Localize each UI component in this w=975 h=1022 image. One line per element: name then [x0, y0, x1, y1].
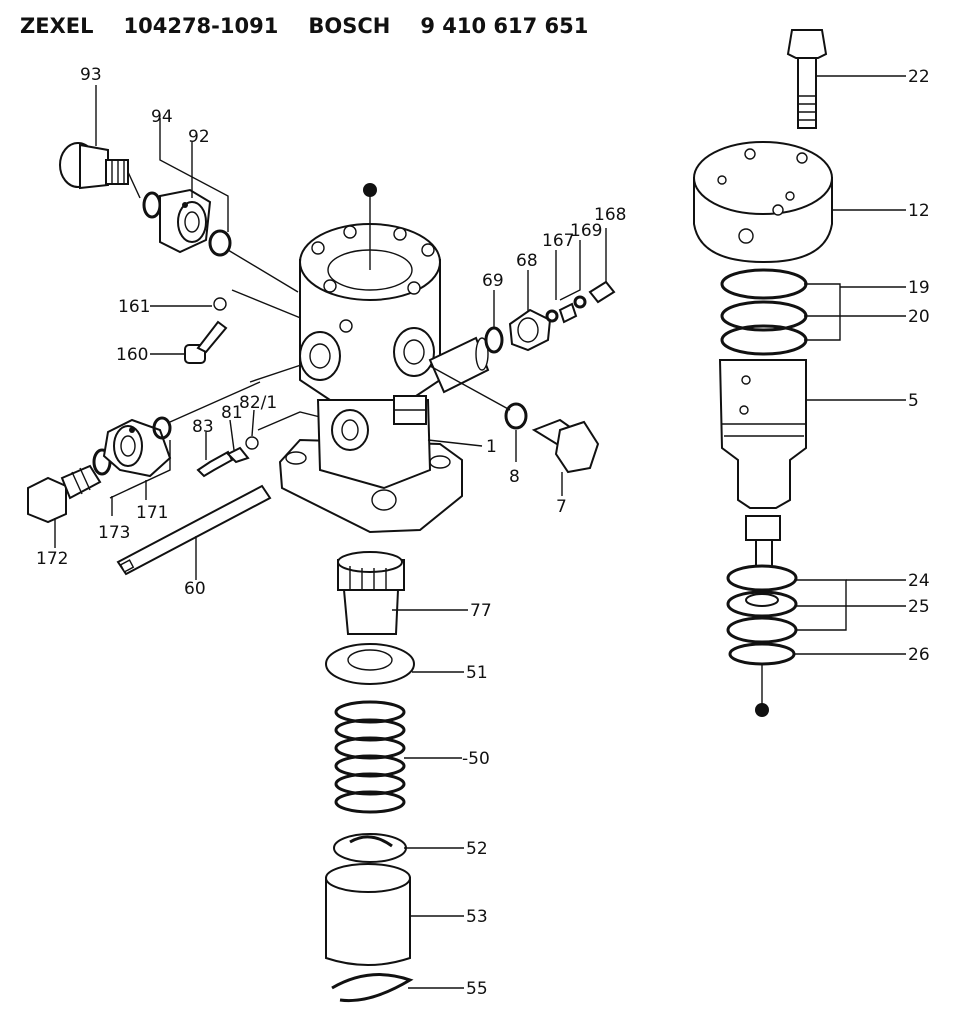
part-82-1-washer	[245, 436, 259, 450]
label-93: 93	[80, 65, 102, 85]
part-171-ring	[152, 416, 172, 440]
label-52: 52	[466, 839, 488, 859]
label-81: 81	[221, 403, 243, 423]
part-12-head	[693, 141, 833, 264]
part-52-seat	[333, 833, 407, 863]
part-93-banjo-bolt	[59, 142, 141, 199]
label-172: 172	[36, 549, 68, 569]
label-77: 77	[470, 601, 492, 621]
part-8-ring	[504, 402, 528, 430]
part-168-screw	[588, 280, 616, 304]
label-171: 171	[136, 503, 168, 523]
part-167-ring	[545, 309, 559, 323]
label-5: 5	[908, 391, 919, 411]
label-20: 20	[908, 307, 930, 327]
label-53: 53	[466, 907, 488, 927]
part-92-banjo	[159, 188, 212, 254]
label-7: 7	[556, 497, 567, 517]
label-92: 92	[188, 127, 210, 147]
part-160-screw	[184, 320, 228, 364]
part-161-washer	[213, 297, 227, 311]
header-zexel: ZEXEL	[20, 14, 94, 38]
label-51: 51	[466, 663, 488, 683]
part-69-ring	[484, 326, 504, 354]
part-68-fitting	[508, 308, 552, 352]
part-169-ring	[573, 295, 587, 309]
label-160: 160	[116, 345, 148, 365]
part-24-ring	[726, 564, 798, 592]
label-83: 83	[192, 417, 214, 437]
part-19-ring	[720, 268, 808, 300]
part-51-washer	[325, 643, 415, 685]
label-12: 12	[908, 201, 930, 221]
part-7-plug	[531, 418, 600, 474]
header-bosch: BOSCH	[308, 14, 391, 38]
label-24: 24	[908, 571, 930, 591]
label-50: -50	[462, 749, 490, 769]
part-55-clip	[331, 973, 414, 1003]
part-50-spring	[334, 700, 406, 814]
label-68: 68	[516, 251, 538, 271]
label-8: 8	[509, 467, 520, 487]
assembly-marker-dot-lower	[755, 703, 769, 717]
part-94-ring-right	[208, 229, 232, 257]
part-172-banjo-bolt	[27, 464, 102, 524]
label-25: 25	[908, 597, 930, 617]
label-173: 173	[98, 523, 130, 543]
label-60: 60	[184, 579, 206, 599]
part-167-screw	[558, 302, 578, 324]
label-55: 55	[466, 979, 488, 999]
assembly-marker-dot	[363, 183, 377, 197]
part-22-bolt	[786, 29, 828, 129]
diagram-header: ZEXEL 104278-1091 BOSCH 9 410 617 651	[20, 14, 618, 38]
label-69: 69	[482, 271, 504, 291]
part-83-screw	[196, 450, 234, 478]
part-81-pin	[226, 446, 250, 464]
label-94: 94	[151, 107, 173, 127]
label-161: 161	[118, 297, 150, 317]
label-1: 1	[486, 437, 497, 457]
label-168: 168	[594, 205, 626, 225]
label-26: 26	[908, 645, 930, 665]
part-5-barrel	[718, 359, 807, 567]
part-26-ring	[728, 642, 796, 666]
header-bosch-number: 9 410 617 651	[420, 14, 589, 38]
label-22: 22	[908, 67, 930, 87]
label-167: 167	[542, 231, 574, 251]
part-94-ring-left	[142, 191, 162, 219]
part-171-banjo	[102, 418, 172, 478]
label-82-1: 82/1	[239, 393, 277, 413]
part-60-rod	[116, 484, 272, 576]
part-20-ring	[720, 300, 808, 356]
part-53-tappet	[325, 863, 411, 966]
label-169: 169	[570, 221, 602, 241]
part-1-pump-housing	[278, 223, 490, 534]
header-zexel-number: 104278-1091	[123, 14, 279, 38]
label-19: 19	[908, 278, 930, 298]
part-77-gear-sleeve	[337, 551, 405, 635]
